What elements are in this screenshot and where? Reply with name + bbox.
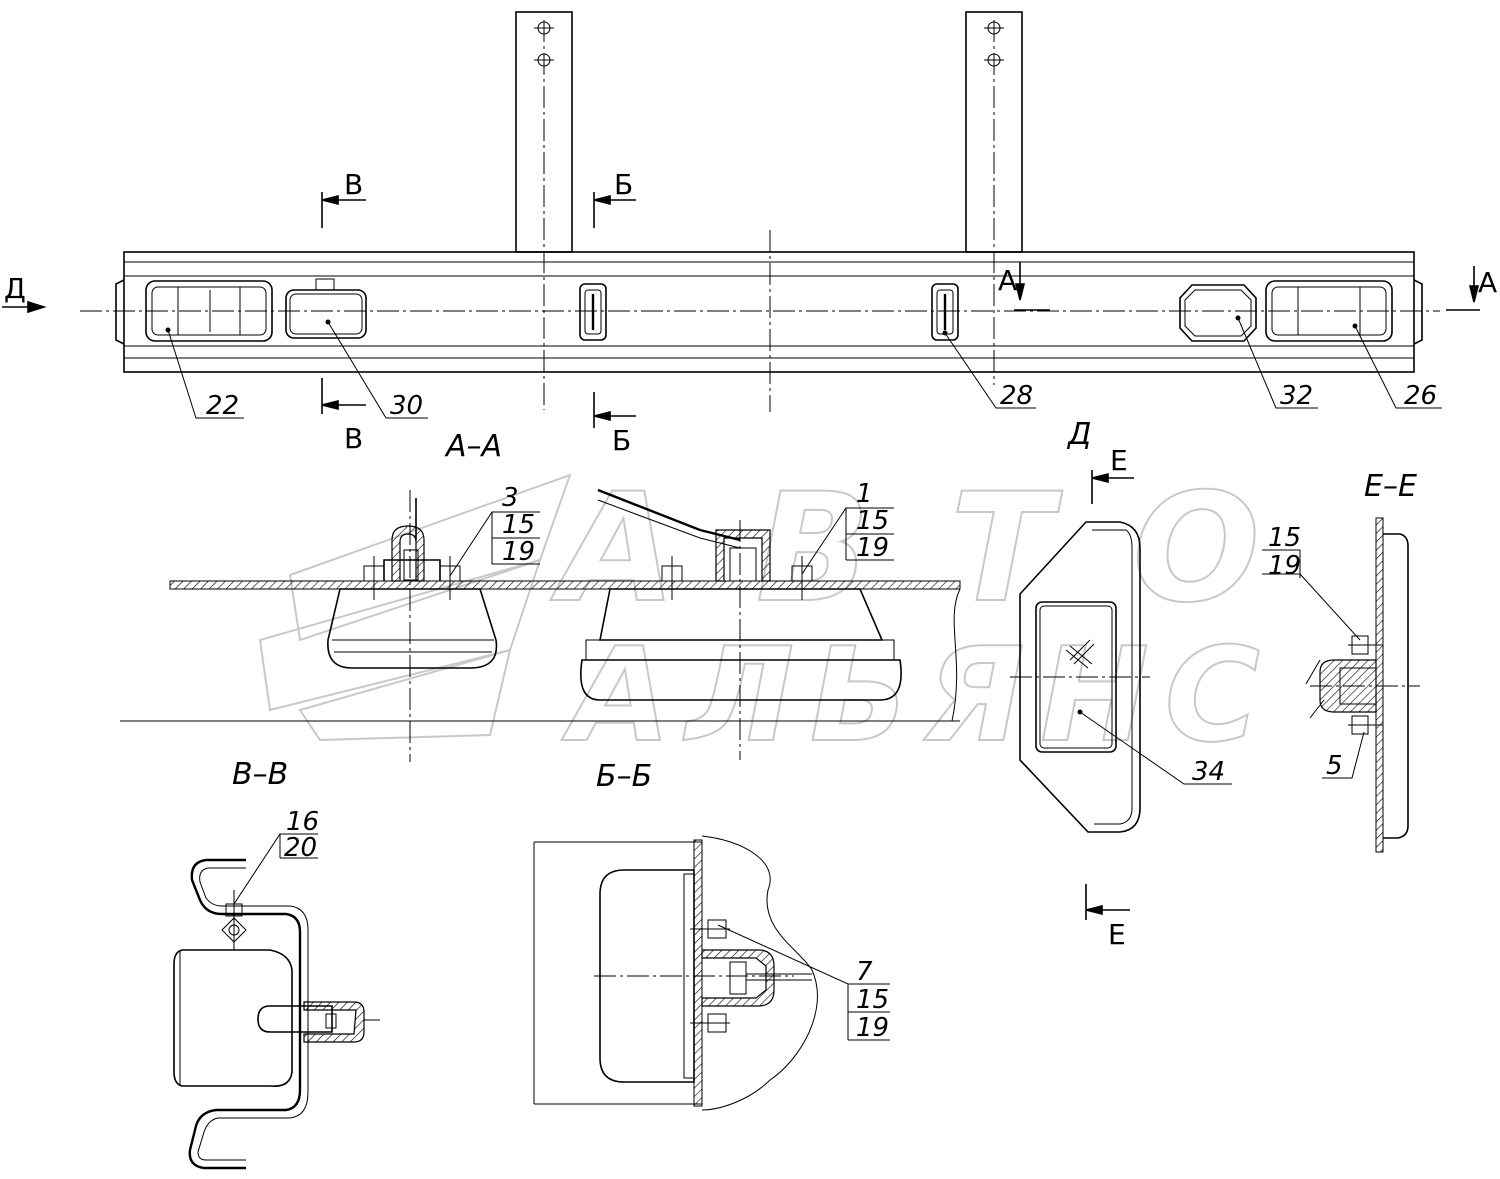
- top-leaders: [165, 317, 1442, 419]
- cut-marks: [2, 192, 1480, 428]
- callout-26: 26: [1404, 381, 1437, 411]
- callout-28: 28: [1000, 381, 1033, 411]
- section-vv-title: В–В: [232, 757, 288, 792]
- cut-mark-b-bottom: Б: [612, 424, 631, 457]
- callout-aa-15: 15: [502, 510, 535, 540]
- callout-bb-19: 19: [856, 533, 889, 563]
- cut-mark-b-top: Б: [614, 168, 633, 201]
- callout-aa-19: 19: [502, 537, 535, 567]
- cut-mark-a-right: А: [1478, 266, 1497, 299]
- callout-34: 34: [1192, 757, 1225, 787]
- section-aa: А–А 3 15 19: [120, 429, 961, 762]
- top-view: 22 30 28 32 26 В В Б Б А А Д: [2, 11, 1497, 457]
- section-vv: В–В 16 20: [173, 757, 380, 1170]
- cut-mark-e-bottom: Е: [1108, 918, 1126, 951]
- callout-vv-16: 16: [286, 807, 319, 837]
- callout-vv-20: 20: [284, 833, 317, 863]
- view-d-title: Д: [1066, 417, 1091, 452]
- section-aa-title: А–А: [444, 429, 502, 464]
- cut-mark-v-top: В: [344, 168, 363, 201]
- tail-lamp-left: [145, 280, 273, 342]
- section-bb-top: 1 15 19: [580, 479, 902, 760]
- callout-ee-5: 5: [1326, 751, 1343, 781]
- callout-b-19: 19: [856, 1013, 889, 1043]
- section-ee: Е–Е 15 19 5: [1262, 469, 1420, 853]
- view-d: Д Е Е 34: [1010, 417, 1232, 951]
- callout-22: 22: [206, 391, 239, 421]
- callout-b-15: 15: [856, 985, 889, 1015]
- bracket-bolt-icons: [534, 21, 1004, 67]
- section-ee-title: Е–Е: [1364, 469, 1417, 504]
- section-bb-bottom: Б–Б 7 15 19: [533, 759, 890, 1111]
- callout-b-7: 7: [856, 957, 873, 987]
- watermark-line1: АВТО: [550, 462, 1260, 636]
- cut-mark-a-left: А: [998, 264, 1017, 297]
- callout-bb-15: 15: [856, 506, 889, 536]
- callout-ee-15: 15: [1268, 523, 1301, 553]
- callout-30: 30: [390, 391, 423, 421]
- reflector-left: [579, 283, 607, 341]
- cut-mark-v-bottom: В: [344, 422, 363, 455]
- tail-lamp-right: [1265, 280, 1393, 342]
- cut-mark-e-top: Е: [1110, 444, 1128, 477]
- cut-mark-d: Д: [4, 272, 26, 305]
- lamp-30: [285, 278, 367, 339]
- callout-aa-3: 3: [502, 483, 519, 513]
- callout-ee-19: 19: [1268, 551, 1301, 581]
- section-bb-title: Б–Б: [596, 759, 652, 794]
- callout-bb-1: 1: [856, 479, 873, 509]
- bumper-beam: [123, 251, 1415, 373]
- watermark-line2: АЛЬЯНС: [561, 619, 1260, 771]
- callout-32: 32: [1280, 381, 1313, 411]
